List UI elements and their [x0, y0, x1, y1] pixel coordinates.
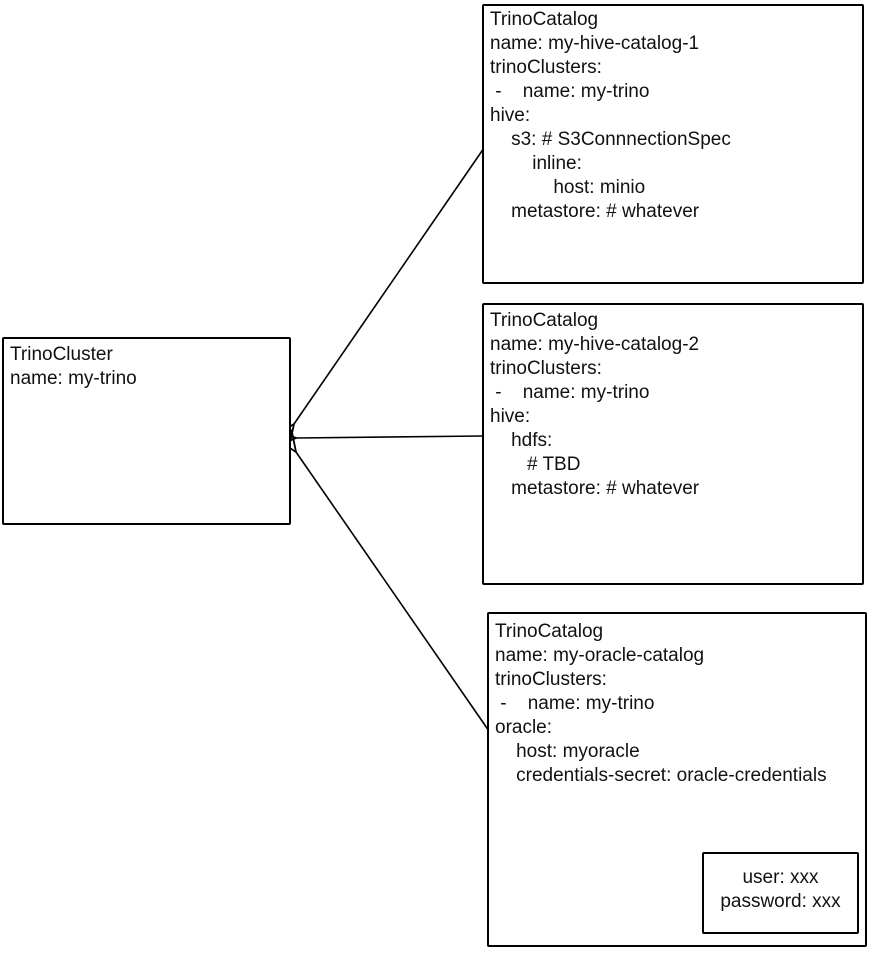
node-title: TrinoCluster: [10, 344, 113, 365]
node-text-line: name: my-hive-catalog-1: [490, 33, 700, 54]
node-text-line: host: minio: [490, 177, 646, 198]
node-text-line: s3: # S3ConnnectionSpec: [490, 129, 731, 150]
node-title: TrinoCatalog: [490, 310, 599, 331]
node-title: TrinoCatalog: [495, 621, 604, 642]
node-text-line: hdfs:: [490, 430, 553, 451]
node-text-line: name: my-oracle-catalog: [495, 645, 705, 666]
node-title: TrinoCatalog: [490, 9, 599, 30]
node-text-line: name: my-trino: [10, 368, 137, 389]
node-text-line: metastore: # whatever: [490, 478, 700, 499]
node-text-line: oracle:: [495, 717, 553, 738]
node-text-line: trinoClusters:: [490, 57, 602, 78]
node-text-line: - name: my-trino: [490, 81, 650, 102]
node-text-line: - name: my-trino: [495, 693, 655, 714]
trinocluster-node: TrinoCluster name: my-trino: [2, 337, 291, 525]
node-text-line: hive:: [490, 105, 531, 126]
node-text-line: metastore: # whatever: [490, 201, 700, 222]
node-text-line: name: my-hive-catalog-2: [490, 334, 700, 355]
trinocatalog-node-hive-2: TrinoCatalog name: my-hive-catalog-2 tri…: [482, 303, 864, 585]
edge-catalog3-to-cluster: [275, 429, 490, 732]
trinocatalog-node-hive-1: TrinoCatalog name: my-hive-catalog-1 tri…: [482, 4, 864, 284]
edge-catalog1-to-cluster: [274, 147, 485, 448]
trinocatalog-node-oracle: TrinoCatalog name: my-oracle-catalog tri…: [487, 612, 867, 947]
node-text-line: trinoClusters:: [495, 669, 607, 690]
secret-credentials-node: user: xxx password: xxx: [702, 852, 859, 934]
node-text-line: user: xxx: [742, 867, 819, 888]
node-text-line: password: xxx: [720, 891, 841, 912]
node-text-line: host: myoracle: [495, 741, 640, 762]
node-text-line: - name: my-trino: [490, 382, 650, 403]
node-text-line: trinoClusters:: [490, 358, 602, 379]
node-text-line: credentials-secret: oracle-credentials: [495, 765, 827, 786]
edge-catalog2-to-cluster: [273, 428, 484, 449]
node-text-line: # TBD: [490, 454, 581, 475]
node-text-line: inline:: [490, 153, 582, 174]
node-text-line: hive:: [490, 406, 531, 427]
